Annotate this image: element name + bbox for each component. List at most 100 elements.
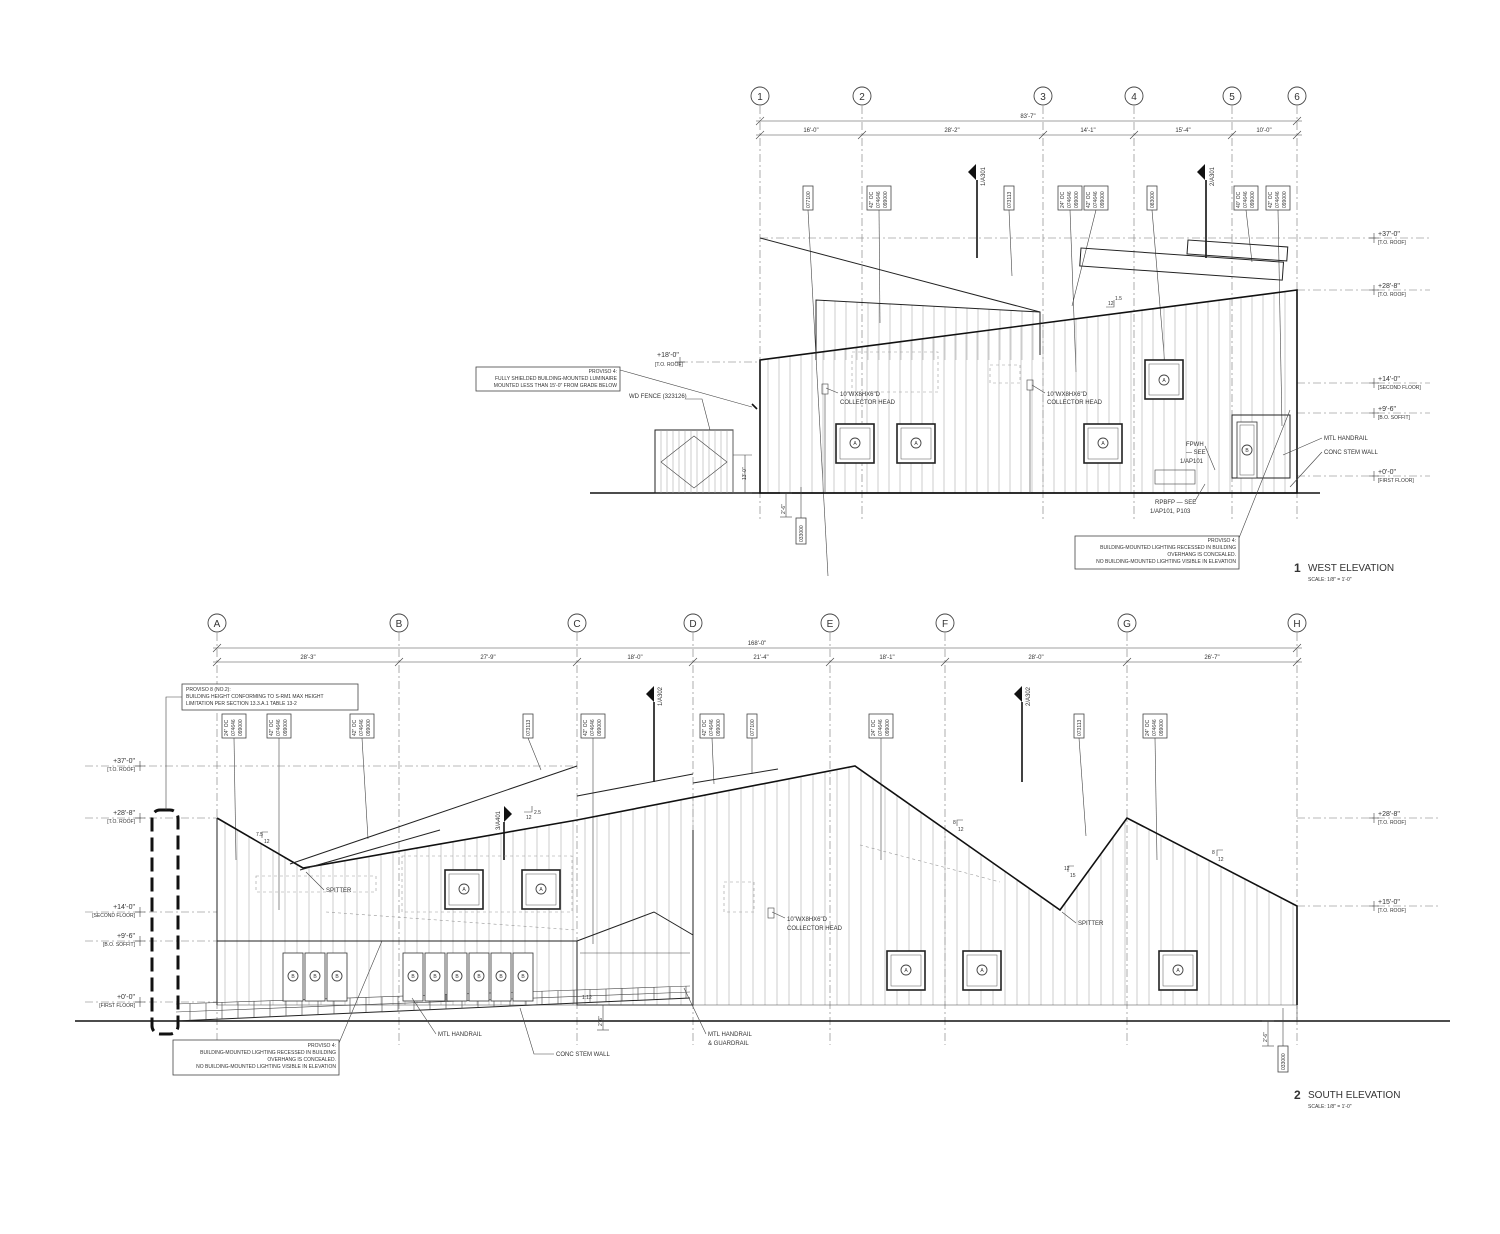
material-tag: 24" OC 074646 099000 xyxy=(1057,185,1083,373)
spitter-note: SPITTER xyxy=(326,888,352,894)
door: B xyxy=(468,952,490,1002)
west-elevation: 1 2 3 4 5 6 83'-7" 16'-0" 28'-2" 14'-1" … xyxy=(475,86,1430,583)
slope-indicator: 812 xyxy=(953,819,964,833)
grid-bubble-a: A xyxy=(207,613,227,633)
west-windows: A A A A B xyxy=(835,359,1258,479)
overall-dimension: 83'-7" xyxy=(1020,114,1035,120)
slope-indicator: 7.512 xyxy=(256,831,270,845)
door: B xyxy=(402,952,424,1002)
grid-bubble-3: 3 xyxy=(1033,86,1053,106)
svg-text:099000: 099000 xyxy=(716,719,722,736)
svg-text:12: 12 xyxy=(1218,857,1224,863)
grid-label: D xyxy=(689,619,696,630)
svg-text:074646: 074646 xyxy=(1152,719,1158,736)
window-tag: A xyxy=(853,441,857,447)
west-grid-bubbles: 1 2 3 4 5 6 xyxy=(750,86,1307,106)
level-value: +37'-0" xyxy=(113,758,135,765)
dimension: 21'-4" xyxy=(753,655,768,661)
dimension: 15'-4" xyxy=(1175,128,1190,134)
material-tag: 42" OC 074646 099000 xyxy=(580,713,606,944)
south-windows: A A A A A xyxy=(444,869,1198,991)
svg-text:NO BUILDING-MOUNTED LIGHTING V: NO BUILDING-MOUNTED LIGHTING VISIBLE IN … xyxy=(196,1064,336,1070)
svg-text:12: 12 xyxy=(526,815,532,821)
svg-text:1/A302: 1/A302 xyxy=(658,686,664,706)
door-tag: B xyxy=(335,974,339,980)
section-mark-icon: 2/A302 xyxy=(1014,686,1032,782)
material-tag: 42" OC 074646 099000 xyxy=(1071,185,1109,307)
level-name: [T.O. ROOF] xyxy=(107,767,135,773)
grid-bubble-5: 5 xyxy=(1222,86,1242,106)
svg-text:073113: 073113 xyxy=(526,719,532,736)
south-building-outline xyxy=(75,765,1450,1022)
svg-text:099000: 099000 xyxy=(597,719,603,736)
window-tag: A xyxy=(1101,441,1105,447)
level-value: +9'-6" xyxy=(1378,406,1397,413)
door: B xyxy=(446,952,468,1002)
grid-label: H xyxy=(1293,619,1300,630)
window-tag: A xyxy=(1176,968,1180,974)
dimension: 16'-0" xyxy=(803,128,818,134)
level-value: +0'-0" xyxy=(1378,469,1397,476)
svg-text:42" OC: 42" OC xyxy=(869,191,875,208)
level-name: [T.O. ROOF] xyxy=(655,362,683,368)
grid-bubble-d: D xyxy=(683,613,703,633)
svg-text:2/A301: 2/A301 xyxy=(1210,166,1216,186)
svg-text:PROVISO 4:: PROVISO 4: xyxy=(308,1043,336,1049)
material-tag: 083000 xyxy=(1146,185,1166,367)
west-downspouts xyxy=(821,379,1196,493)
grid-bubble-4: 4 xyxy=(1124,86,1144,106)
view-title: SOUTH ELEVATION xyxy=(1308,1090,1400,1101)
door-tag: B xyxy=(455,974,459,980)
spitter-note: SPITTER xyxy=(1078,921,1104,927)
svg-text:074646: 074646 xyxy=(878,719,884,736)
grid-bubble-b: B xyxy=(389,613,409,633)
material-tag: 42" OC 074646 099000 xyxy=(866,185,892,324)
door: B xyxy=(512,952,534,1002)
footing-tag: 033000 xyxy=(1281,1053,1287,1070)
door: B xyxy=(424,952,446,1002)
svg-text:24" OC: 24" OC xyxy=(1060,191,1066,208)
svg-text:12: 12 xyxy=(264,839,270,845)
door-tag: B xyxy=(433,974,437,980)
svg-text:099000: 099000 xyxy=(883,191,889,208)
collector-note: 10"WX8HX6"D xyxy=(840,392,881,398)
svg-text:074646: 074646 xyxy=(1275,191,1281,208)
svg-text:42" OC: 42" OC xyxy=(702,719,708,736)
south-proviso-lighting: PROVISO 4: BUILDING-MOUNTED LIGHTING REC… xyxy=(172,940,383,1076)
svg-text:PROVISO 4:: PROVISO 4: xyxy=(1208,538,1236,544)
west-view-title: 1 WEST ELEVATION SCALE: 1/8" = 1'-0" xyxy=(1294,561,1394,583)
stemwall-note: CONC STEM WALL xyxy=(556,1052,610,1058)
material-tag: 073113 xyxy=(1073,713,1087,837)
level-name: [B.O. SOFFIT] xyxy=(103,942,136,948)
grid-label: B xyxy=(396,619,403,630)
svg-text:099000: 099000 xyxy=(1159,719,1165,736)
door: B xyxy=(326,952,348,1002)
view-title: WEST ELEVATION xyxy=(1308,563,1394,574)
grid-label: A xyxy=(214,619,221,630)
level-value: +28'-8" xyxy=(113,810,135,817)
svg-text:074646: 074646 xyxy=(876,191,882,208)
svg-text:1/A301: 1/A301 xyxy=(981,166,987,186)
grid-label: E xyxy=(827,619,834,630)
overall-dimension: 168'-0" xyxy=(748,641,767,647)
svg-text:077100: 077100 xyxy=(806,191,812,208)
footing-dimension: 2'-6" xyxy=(781,504,787,514)
slope-indicator: 812 xyxy=(1212,849,1224,863)
level-value: +15'-0" xyxy=(1378,899,1400,906)
svg-text:077100: 077100 xyxy=(750,719,756,736)
material-tag: 40" OC 074646 099000 xyxy=(1233,185,1259,263)
level-value: +9'-6" xyxy=(117,933,136,940)
window: A xyxy=(886,950,926,991)
material-tag: 42" OC 074646 099000 xyxy=(699,713,725,785)
fpwh-note: FPWH xyxy=(1186,442,1204,448)
south-footings: 2'-6" 2'-6" 033000 xyxy=(597,1004,1289,1073)
svg-text:099000: 099000 xyxy=(1282,191,1288,208)
handrail-guard-note: MTL HANDRAIL xyxy=(708,1032,752,1038)
level-name: [FIRST FLOOR] xyxy=(1378,478,1414,484)
dimension: 27'-9" xyxy=(480,655,495,661)
door-tag: B xyxy=(411,974,415,980)
material-tag: 077100 xyxy=(746,713,758,774)
svg-text:074646: 074646 xyxy=(359,719,365,736)
grid-label: 1 xyxy=(757,92,763,103)
svg-text:074646: 074646 xyxy=(276,719,282,736)
